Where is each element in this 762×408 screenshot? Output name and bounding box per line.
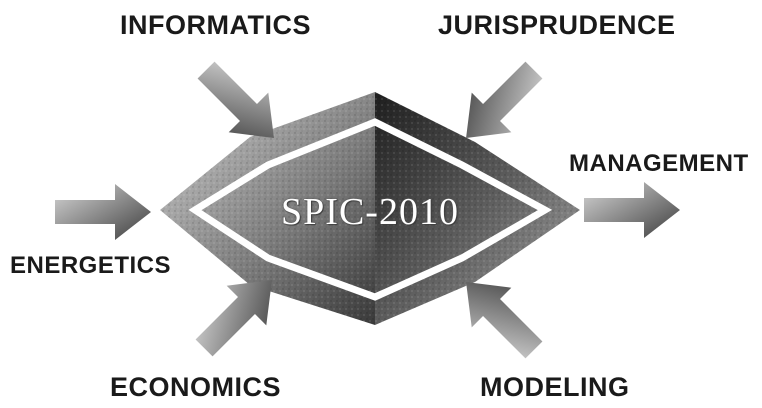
arrow-management xyxy=(584,182,680,238)
label-modeling: MODELING xyxy=(480,372,630,403)
label-economics: ECONOMICS xyxy=(110,372,281,403)
label-energetics: ENERGETICS xyxy=(10,252,171,280)
label-jurisprudence: JURISPRUDENCE xyxy=(438,10,676,41)
label-informatics: INFORMATICS xyxy=(120,10,311,41)
arrow-energetics xyxy=(55,184,151,240)
label-management: MANAGEMENT xyxy=(569,150,749,178)
center-label: SPIC-2010 xyxy=(250,190,490,234)
